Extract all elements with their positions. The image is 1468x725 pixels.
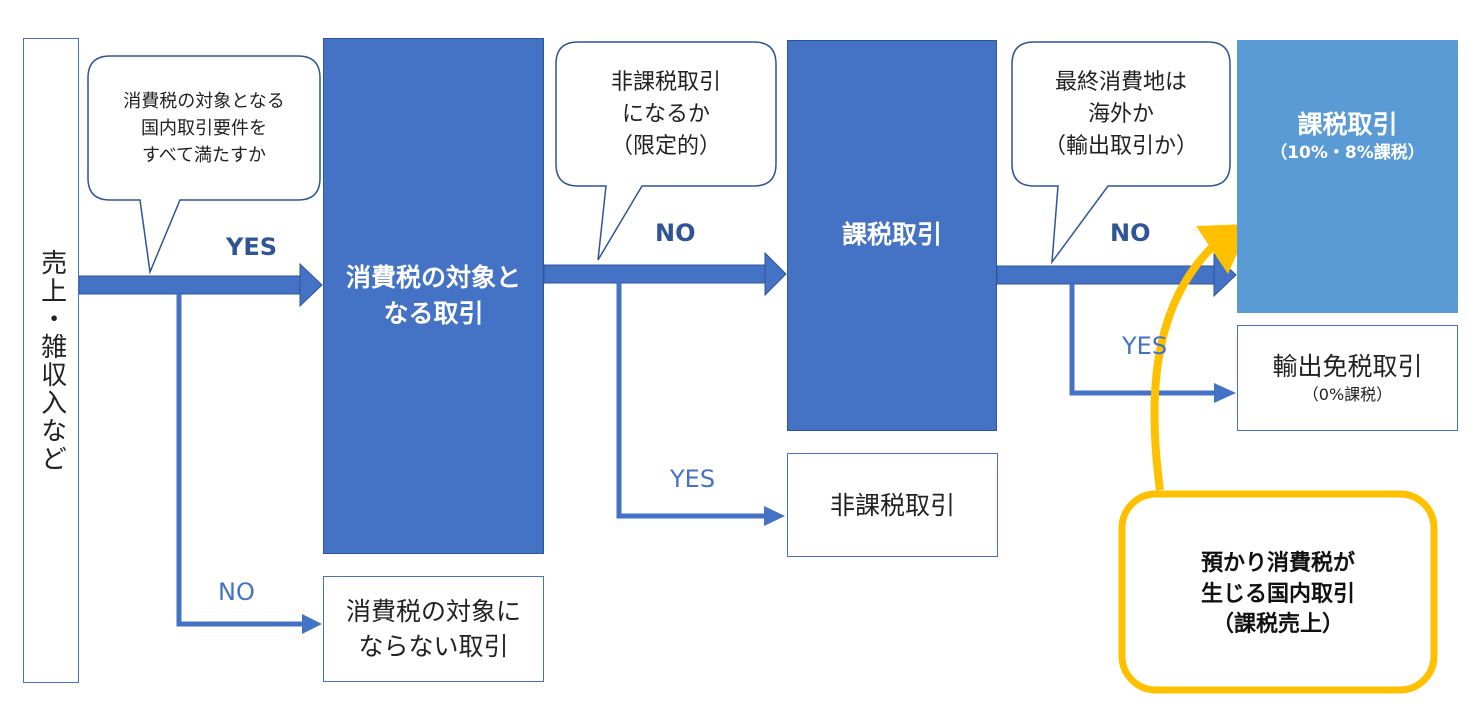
not-object-box: 消費税の対象に ならない取引 xyxy=(323,576,544,682)
arrow-main-2 xyxy=(543,251,787,297)
bubble-export-question-text: 最終消費地は 海外か （輸出取引か） xyxy=(1043,70,1198,159)
label-yes-1: YES xyxy=(226,233,278,261)
bubble-domestic-requirement xyxy=(87,55,321,275)
callout-arrowhead xyxy=(1196,224,1250,274)
not-object-line2: ならない取引 xyxy=(358,632,509,661)
callout-curve xyxy=(1150,234,1225,491)
export-exempt-sub: （0%課税） xyxy=(1302,385,1393,405)
branch-nontaxable xyxy=(616,283,766,519)
callout-line2: 生じる国内取引 xyxy=(1200,581,1355,607)
taxable-final-title: 課税取引 xyxy=(1297,110,1398,140)
arrowhead-nontaxable xyxy=(764,506,785,526)
bubble-domestic-requirement-text: 消費税の対象となる 国内取引要件を すべて満たすか xyxy=(123,90,285,166)
bubble-nontaxable-question-text: 非課税取引 になるか （限定的） xyxy=(610,70,721,159)
export-exempt-title: 輸出免税取引 xyxy=(1272,352,1423,382)
label-yes-3: YES xyxy=(1122,332,1168,360)
branch-export-exempt xyxy=(1069,284,1216,396)
bubble-export-question xyxy=(1011,41,1231,265)
arrowhead-export-exempt xyxy=(1214,383,1236,403)
arrow-main-3 xyxy=(996,252,1237,298)
start-label: 売上・雑収入など xyxy=(36,248,67,473)
bubble-nontaxable-question xyxy=(555,41,777,261)
taxable-object-box: 消費税の対象と なる取引 xyxy=(323,38,544,554)
taxable-object-line2: なる取引 xyxy=(383,299,484,328)
export-exempt-box: 輸出免税取引 （0%課税） xyxy=(1237,325,1458,431)
taxable-final-sub: （10%・8%課税） xyxy=(1270,143,1425,164)
label-no-2: NO xyxy=(655,219,696,247)
arrowhead-not-object xyxy=(302,614,322,634)
branch-not-object xyxy=(176,294,304,627)
start-box: 売上・雑収入など xyxy=(23,38,79,683)
nontaxable-box: 非課税取引 xyxy=(787,453,998,557)
label-no-3: NO xyxy=(1110,219,1151,247)
taxable-mid-label: 課税取引 xyxy=(841,220,942,250)
callout-box xyxy=(1118,490,1438,694)
arrow-main-1 xyxy=(78,262,323,308)
taxable-final-box: 課税取引 （10%・8%課税） xyxy=(1237,40,1458,313)
taxable-object-line1: 消費税の対象と xyxy=(345,262,521,292)
callout-line3: （課税売上） xyxy=(1211,612,1344,638)
taxable-mid-box: 課税取引 xyxy=(787,40,997,431)
callout-line1: 預かり消費税が xyxy=(1200,550,1355,576)
label-no-1: NO xyxy=(218,578,255,606)
not-object-line1: 消費税の対象に xyxy=(345,597,521,626)
nontaxable-label: 非課税取引 xyxy=(829,490,955,520)
label-yes-2: YES xyxy=(670,465,716,493)
callout-text: 預かり消費税が 生じる国内取引 （課税売上） xyxy=(1122,500,1434,690)
